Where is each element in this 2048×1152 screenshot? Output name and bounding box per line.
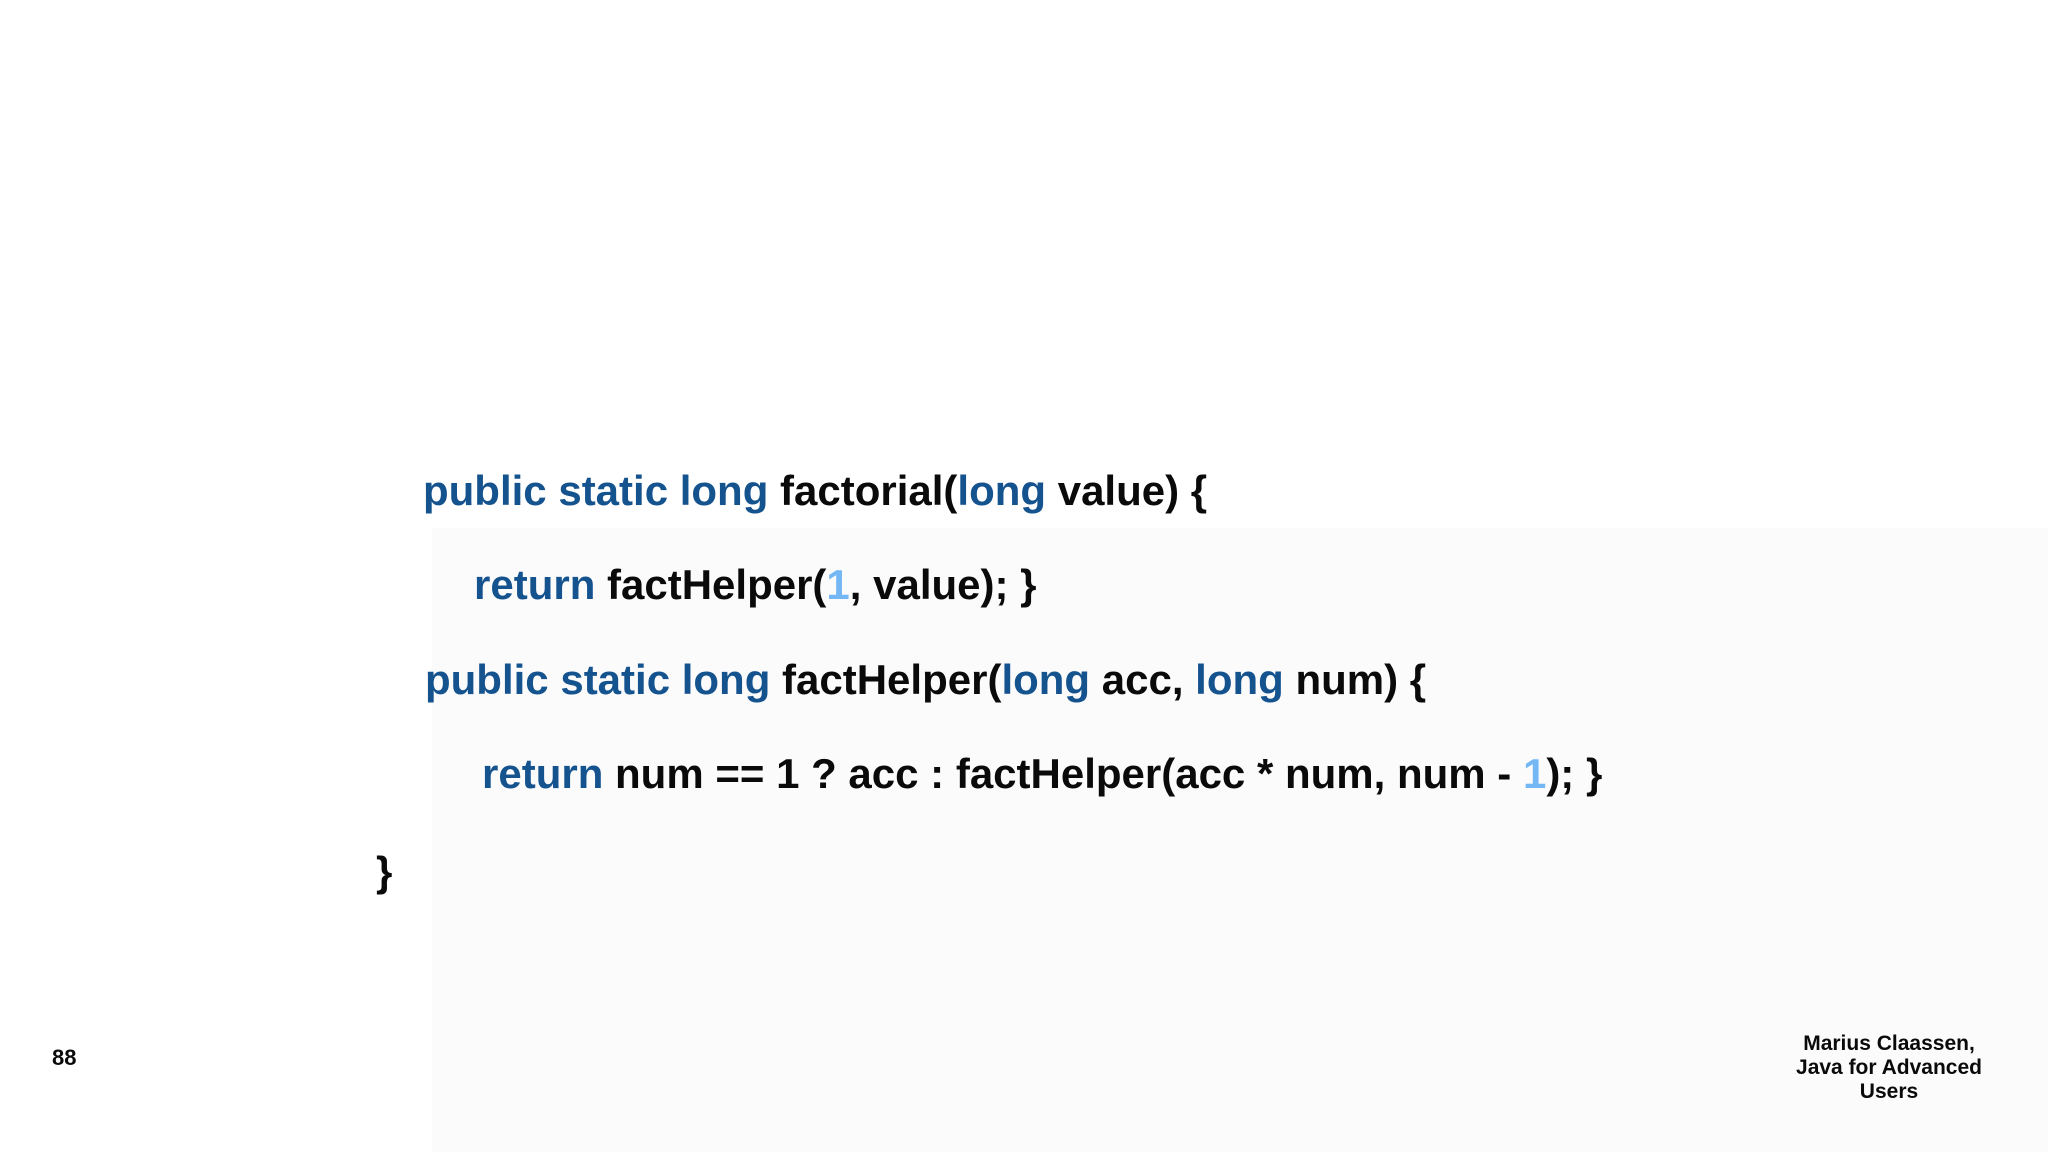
keyword-token: long: [957, 467, 1047, 514]
attribution-line-1: Marius Claassen,: [1803, 1032, 1975, 1055]
attribution-line-2: Java for Advanced Users: [1796, 1056, 1982, 1103]
code-token: factorial(: [780, 467, 958, 514]
page-number: 88: [52, 1045, 77, 1070]
code-line-4: return num == 1 ? acc : factHelper(acc *…: [482, 753, 1602, 795]
keyword-token: return: [474, 561, 596, 608]
code-token: acc,: [1090, 656, 1196, 703]
code-token: factHelper(: [782, 656, 1002, 703]
code-line-2: return factHelper(1, value); }: [474, 564, 1037, 606]
code-token: value) {: [1046, 467, 1208, 514]
code-token: factHelper(: [595, 561, 827, 608]
keyword-token: public static long: [425, 656, 783, 703]
code-token: , value); }: [849, 561, 1037, 608]
code-line-5: }: [376, 851, 392, 893]
code-token: num == 1 ? acc : factHelper(acc * num, n…: [603, 750, 1523, 797]
keyword-token: long: [1001, 656, 1091, 703]
code-line-1: public static long factorial(long value)…: [423, 470, 1207, 512]
literal-token: 1: [1522, 750, 1547, 797]
keyword-token: long: [1195, 656, 1284, 703]
code-line-3: public static long factHelper(long acc, …: [425, 659, 1426, 701]
code-token: num) {: [1283, 656, 1427, 703]
code-token: ); }: [1546, 750, 1603, 797]
attribution: Marius Claassen, Java for Advanced Users: [1764, 1032, 2014, 1104]
background-shade: [432, 528, 2048, 1152]
keyword-token: return: [482, 750, 604, 797]
code-token: }: [376, 848, 393, 895]
keyword-token: public static long: [423, 467, 781, 514]
literal-token: 1: [826, 561, 850, 608]
